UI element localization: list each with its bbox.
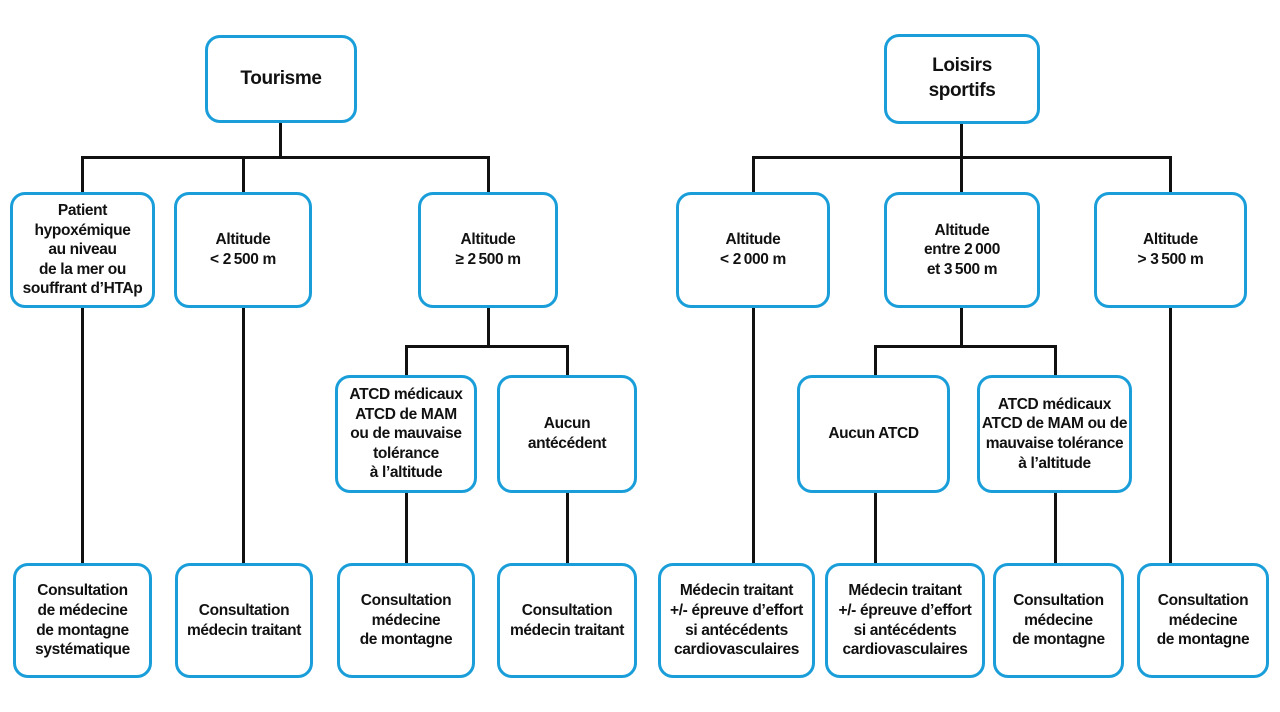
connector-line: [81, 156, 490, 159]
connector-line: [81, 156, 84, 194]
connector-line: [874, 491, 877, 565]
node-condition-altitude-ge-2500: Altitude ≥ 2 500 m: [418, 192, 558, 308]
node-antecedents-atcd-mam: ATCD médicaux ATCD de MAM ou de mauvaise…: [335, 375, 477, 493]
connector-line: [487, 156, 490, 194]
node-antecedents-atcd-mam-sportif: ATCD médicaux ATCD de MAM ou de mauvaise…: [977, 375, 1132, 493]
node-outcome-consultation-medecine-montagne-2: Consultation médecine de montagne: [993, 563, 1124, 678]
connector-line: [1169, 306, 1172, 565]
node-condition-altitude-lt-2000: Altitude < 2 000 m: [676, 192, 830, 308]
connector-line: [279, 123, 282, 159]
connector-line: [960, 306, 963, 348]
node-outcome-medecin-traitant-effort-2: Médecin traitant +/- épreuve d’effort si…: [825, 563, 985, 678]
connector-line: [960, 156, 963, 194]
node-condition-altitude-2000-3500: Altitude entre 2 000 et 3 500 m: [884, 192, 1040, 308]
connector-line: [487, 306, 490, 348]
connector-line: [1054, 491, 1057, 565]
node-tourisme-root: Tourisme: [205, 35, 357, 123]
connector-line: [874, 345, 877, 377]
node-outcome-consultation-medecin-traitant-1: Consultation médecin traitant: [175, 563, 313, 678]
connector-line: [874, 345, 1057, 348]
connector-line: [566, 345, 569, 377]
connector-line: [566, 491, 569, 565]
connector-line: [405, 345, 569, 348]
connector-line: [752, 156, 755, 194]
connector-line: [405, 345, 408, 377]
node-condition-altitude-gt-3500: Altitude > 3 500 m: [1094, 192, 1247, 308]
connector-line: [242, 306, 245, 565]
node-outcome-consultation-medecine-montagne-3: Consultation médecine de montagne: [1137, 563, 1269, 678]
node-condition-altitude-lt-2500: Altitude < 2 500 m: [174, 192, 312, 308]
connector-line: [752, 306, 755, 565]
node-outcome-consultation-medecine-montagne-1: Consultation médecine de montagne: [337, 563, 475, 678]
node-antecedents-aucun-atcd: Aucun ATCD: [797, 375, 950, 493]
node-outcome-consultation-medecin-traitant-2: Consultation médecin traitant: [497, 563, 637, 678]
connector-line: [960, 122, 963, 159]
connector-line: [242, 156, 245, 194]
node-condition-patient-hypoxemique: Patient hypoxémique au niveau de la mer …: [10, 192, 155, 308]
connector-line: [81, 306, 84, 565]
connector-line: [405, 491, 408, 565]
node-loisirs-sportifs-root: Loisirs sportifs: [884, 34, 1040, 124]
connector-line: [1169, 156, 1172, 194]
node-outcome-consultation-montagne-systematique: Consultation de médecine de montagne sys…: [13, 563, 152, 678]
node-outcome-medecin-traitant-effort-1: Médecin traitant +/- épreuve d’effort si…: [658, 563, 815, 678]
node-antecedents-aucun-antecedent: Aucun antécédent: [497, 375, 637, 493]
connector-line: [1054, 345, 1057, 377]
